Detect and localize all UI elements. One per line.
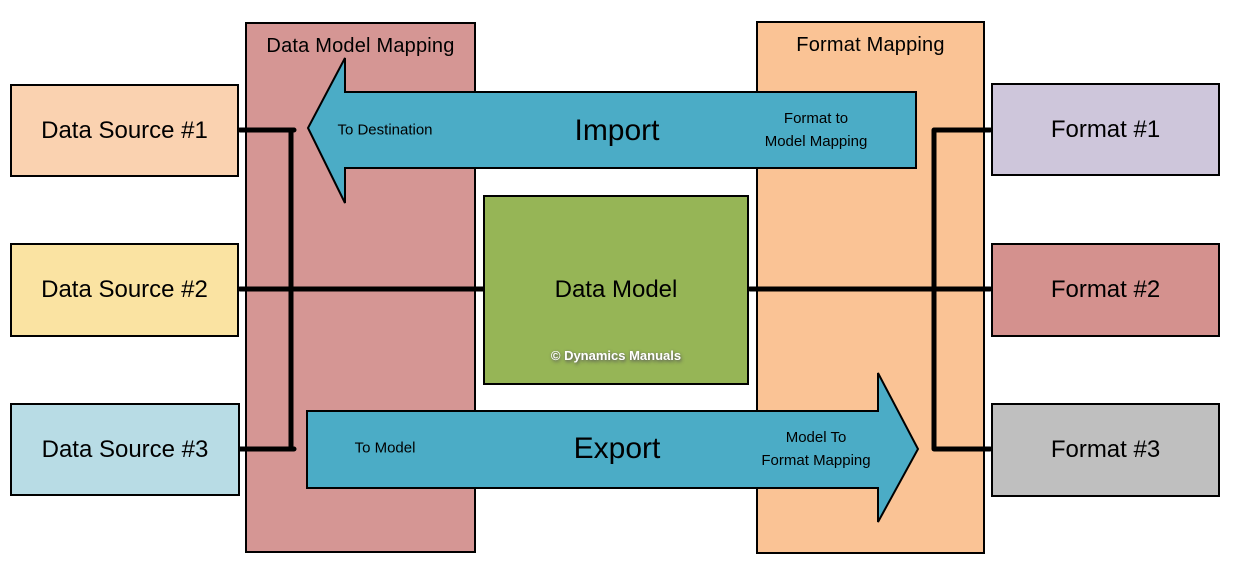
export-note-model-to-format-mapping: Model To Format Mapping: [761, 428, 871, 469]
import-arrow: [306, 57, 917, 204]
import-label: Import: [574, 114, 660, 147]
export-arrow: [306, 372, 920, 523]
format-3-box: Format #3: [991, 403, 1220, 497]
format-mapping-title: Format Mapping: [796, 34, 945, 56]
import-note-format-to-model-mapping: Format to Model Mapping: [764, 109, 868, 150]
data-source-2-box: Data Source #2: [10, 243, 239, 337]
watermark-text: © Dynamics Manuals: [550, 348, 682, 363]
data-model-box: Data Model © Dynamics Manuals: [483, 195, 749, 385]
import-note-to-destination: To Destination: [337, 121, 433, 139]
data-source-3-box: Data Source #3: [10, 403, 240, 496]
format-2-box: Format #2: [991, 243, 1220, 337]
data-model-mapping-title: Data Model Mapping: [266, 35, 455, 57]
data-source-1-box: Data Source #1: [10, 84, 239, 177]
export-label: Export: [573, 432, 661, 465]
export-note-to-model: To Model: [354, 439, 416, 457]
format-1-box: Format #1: [991, 83, 1220, 176]
data-model-label: Data Model: [554, 276, 678, 303]
